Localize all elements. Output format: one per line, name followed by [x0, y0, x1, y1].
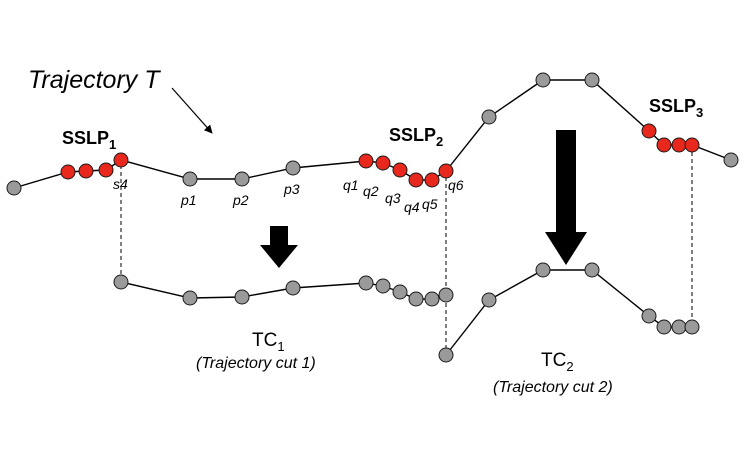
point-p1: [182, 171, 198, 187]
down-arrow-icon: [545, 130, 587, 265]
point-q4: [408, 172, 424, 188]
point-label-q6: q6: [448, 177, 464, 193]
tc1-label: TC1: [252, 330, 285, 354]
main-trajectory-line: [13, 79, 732, 189]
point-start: [6, 180, 22, 196]
point-q5: [424, 172, 440, 188]
point-label-q5: q5: [422, 196, 438, 212]
point-label-q3: q3: [385, 190, 401, 206]
trajectory-cut-1: [113, 274, 454, 307]
tc2-caption: (Trajectory cut 2): [493, 379, 613, 396]
sslp1-point: [60, 164, 76, 180]
trajectory-cut-1-line: [120, 281, 447, 300]
point-label-s4: s4: [113, 176, 128, 192]
point-p2: [234, 171, 250, 187]
tc1-point: [438, 287, 454, 303]
sslp3-point: [684, 137, 700, 153]
sslp2-label: SSLP2: [389, 125, 443, 149]
point-label-q2: q2: [363, 183, 379, 199]
sslp1-point: [78, 163, 94, 179]
sslp3-point: [671, 137, 687, 153]
tc1-point: [424, 291, 440, 307]
trajectory-cut-2: [438, 262, 700, 363]
tc2-label: TC2: [541, 350, 574, 374]
sslp1-point: [98, 162, 114, 178]
tc1-point: [285, 280, 301, 296]
tc2-point: [641, 308, 657, 324]
sslp3-label: SSLP3: [649, 96, 703, 120]
point-labels: s4 p1 p2 p3 q1 q2 q3 q4 q5 q6: [113, 176, 464, 215]
point-label-p3: p3: [283, 181, 300, 197]
point-s4: [113, 152, 129, 168]
point-label-q4: q4: [404, 199, 420, 215]
tc1-point: [113, 274, 129, 290]
tc1-point: [392, 284, 408, 300]
point-label-p1: p1: [180, 192, 197, 208]
sslp3-point: [641, 123, 657, 139]
point-p3: [285, 160, 301, 176]
down-arrow-icon: [260, 226, 298, 268]
tc2-point: [535, 262, 551, 278]
tc2-point: [684, 319, 700, 335]
tc2-point: [438, 347, 454, 363]
trajectory-point: [481, 109, 497, 125]
cut-lines: [120, 145, 693, 355]
tc2-point: [656, 319, 672, 335]
main-trajectory: [6, 72, 739, 196]
pointer-arrow: [171, 87, 213, 134]
point-q1: [358, 153, 374, 169]
tc2-point: [671, 319, 687, 335]
tc1-point: [408, 291, 424, 307]
tc1-point: [182, 290, 198, 306]
trajectory-point: [584, 72, 600, 88]
tc2-point: [481, 292, 497, 308]
tc1-point: [358, 275, 374, 291]
point-q6: [438, 163, 454, 179]
sslp1-label: SSLP1: [62, 128, 116, 152]
tc2-point: [584, 262, 600, 278]
point-q3: [392, 162, 408, 178]
trajectory-point: [535, 72, 551, 88]
tc1-caption: (Trajectory cut 1): [196, 355, 316, 372]
tc1-point: [234, 289, 250, 305]
point-label-p2: p2: [232, 192, 249, 208]
main-trajectory-points: [6, 72, 739, 196]
trajectory-title: Trajectory T: [28, 66, 161, 94]
point-end: [723, 152, 739, 168]
sslp3-point: [656, 137, 672, 153]
tc1-point: [375, 278, 391, 294]
point-label-q1: q1: [343, 177, 359, 193]
point-q2: [375, 155, 391, 171]
